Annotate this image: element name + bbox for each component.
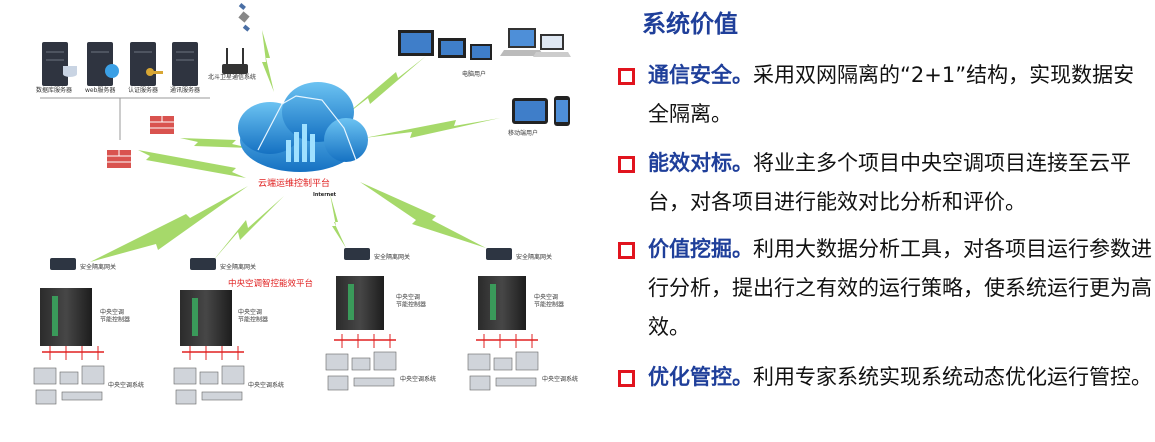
site-3: 安全隔离网关 中央空调节能控制器 中央空调系统: [325, 248, 436, 391]
ac-system-icon: [33, 365, 105, 405]
comm-server-icon: [172, 42, 198, 86]
bullet-icon: [618, 156, 635, 173]
ac-system-icon: [173, 365, 245, 405]
server-label-db: 数据库服务器: [36, 86, 72, 94]
ac-system-label: 中央空调系统: [542, 375, 578, 383]
satellite-icon: [238, 3, 250, 32]
ac-system-label: 中央空调系统: [400, 375, 436, 383]
controller-label: 中央空调节能控制器: [534, 293, 564, 309]
value-item-text: 优化管控。利用专家系统实现系统动态优化运行管控。: [648, 358, 1152, 397]
server-label-comm: 通讯服务器: [170, 86, 200, 94]
gateway-icon: [190, 258, 216, 270]
ac-system-icon: [325, 351, 397, 391]
router-icon: [222, 48, 248, 74]
panel-title: 系统价值: [642, 10, 738, 38]
system-architecture-diagram: 数据库服务器 web服务器 认证服务器 通讯服务器 北斗卫星通信系统: [33, 3, 578, 405]
controller-cabinet-icon: [336, 276, 384, 330]
server-label-auth: 认证服务器: [128, 86, 158, 94]
value-item-security: 通信安全。采用双网隔离的“2+1”结构，实现数据安全隔离。: [612, 56, 1152, 134]
value-item-text: 通信安全。采用双网隔离的“2+1”结构，实现数据安全隔离。: [648, 56, 1152, 134]
gateway-label: 安全隔离网关: [374, 253, 410, 261]
ac-system-label: 中央空调系统: [248, 381, 284, 389]
value-item-head: 能效对标。: [648, 151, 753, 175]
gateway-icon: [344, 248, 370, 260]
controller-cabinet-icon: [180, 290, 232, 346]
pc-users-label: 电脑用户: [462, 70, 486, 78]
controller-label: 中央空调节能控制器: [396, 293, 426, 309]
gateway-icon: [486, 248, 512, 260]
value-item-head: 优化管控。: [648, 365, 753, 389]
bullet-icon: [618, 370, 635, 387]
value-item-mining: 价值挖掘。利用大数据分析工具，对各项目运行参数进行分析，提出行之有效的运行策略，…: [612, 230, 1152, 347]
site-1: 安全隔离网关 中央空调节能控制器 中央空调系统: [33, 258, 144, 405]
site-4: 安全隔离网关 中央空调节能控制器 中央空调系统: [467, 248, 578, 391]
controller-cabinet-icon: [40, 288, 92, 346]
web-server-icon: [87, 42, 119, 86]
firewall-icon: [107, 150, 131, 168]
controller-label: 中央空调节能控制器: [100, 308, 130, 324]
gateway-label: 安全隔离网关: [220, 263, 256, 271]
platform-label: 中央空调智控能效平台: [228, 278, 313, 289]
firewall-icon: [150, 116, 174, 134]
controller-cabinet-icon: [478, 276, 526, 330]
value-item-text: 价值挖掘。利用大数据分析工具，对各项目运行参数进行分析，提出行之有效的运行策略，…: [648, 230, 1152, 347]
internet-label: Internet: [313, 192, 337, 198]
ac-system-label: 中央空调系统: [108, 381, 144, 389]
server-label-web: web服务器: [85, 86, 115, 94]
wireless-links: [90, 30, 500, 262]
auth-server-icon: [130, 42, 163, 86]
beidou-label: 北斗卫星通信系统: [208, 73, 256, 81]
database-server-icon: [42, 42, 77, 86]
value-item-body: 利用专家系统实现系统动态优化运行管控。: [753, 365, 1152, 389]
controller-label: 中央空调节能控制器: [238, 308, 268, 324]
gateway-label: 安全隔离网关: [80, 263, 116, 271]
gateway-icon: [50, 258, 76, 270]
bullet-icon: [618, 242, 635, 259]
system-value-panel: 系统价值 通信安全。采用双网隔离的“2+1”结构，实现数据安全隔离。 能效对标。…: [612, 0, 1155, 442]
value-item-body: 将业主多个项目中央空调项目连接至云平台，对各项目进行能效对比分析和评价。: [648, 151, 1131, 214]
value-item-text: 能效对标。将业主多个项目中央空调项目连接至云平台，对各项目进行能效对比分析和评价…: [648, 144, 1152, 222]
gateway-label: 安全隔离网关: [516, 253, 552, 261]
server-group: 数据库服务器 web服务器 认证服务器 通讯服务器 北斗卫星通信系统: [36, 3, 256, 140]
value-item-head: 价值挖掘。: [648, 237, 753, 261]
value-item-head: 通信安全。: [648, 63, 753, 87]
cloud-platform-icon: [238, 82, 368, 172]
value-item-benchmark: 能效对标。将业主多个项目中央空调项目连接至云平台，对各项目进行能效对比分析和评价…: [612, 144, 1152, 222]
mobile-users-icon: [512, 96, 570, 126]
mobile-users-label: 移动端用户: [508, 129, 538, 137]
value-item-body: 采用双网隔离的“2+1”结构，实现数据安全隔离。: [648, 63, 1135, 126]
cloud-platform-label: 云端运维控制平台: [258, 177, 330, 189]
ac-system-icon: [467, 351, 539, 391]
site-2: 安全隔离网关 中央空调智控能效平台 中央空调节能控制器 中央空调系统: [173, 258, 313, 405]
bullet-icon: [618, 68, 635, 85]
value-item-control: 优化管控。利用专家系统实现系统动态优化运行管控。: [612, 358, 1152, 397]
value-item-body: 利用大数据分析工具，对各项目运行参数进行分析，提出行之有效的运行策略，使系统运行…: [648, 237, 1152, 339]
pc-users-icon: [398, 28, 571, 60]
